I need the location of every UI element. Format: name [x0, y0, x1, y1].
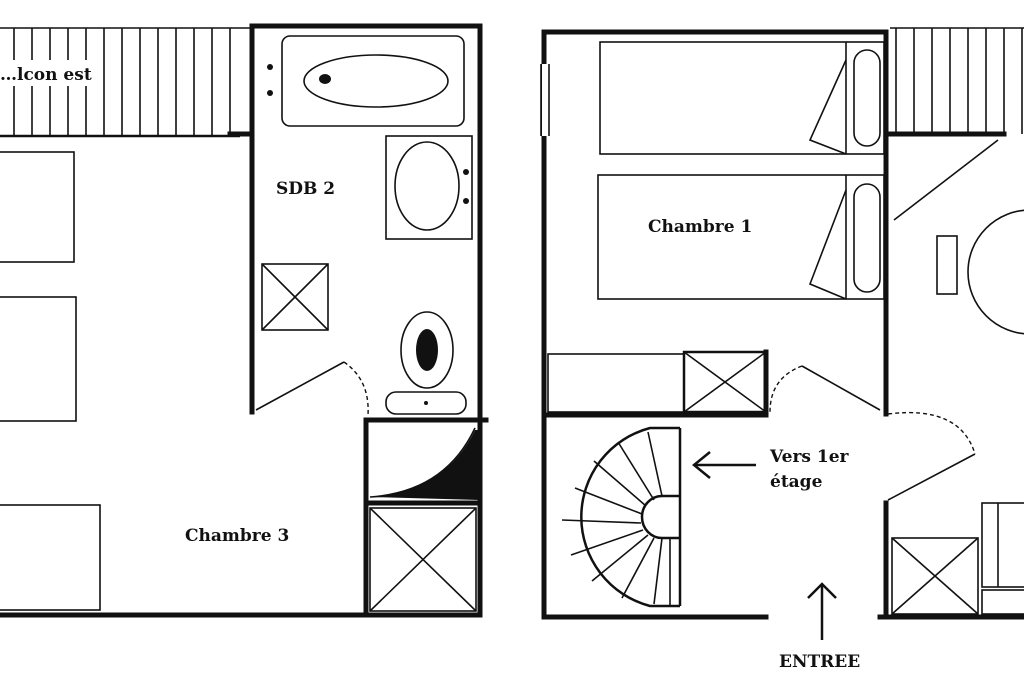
bathroom-2: SDB 2 — [261, 35, 473, 415]
bathroom-2-label: SDB 2 — [276, 179, 335, 199]
shelf-right — [981, 502, 1024, 615]
door-bedroom-1 — [769, 365, 881, 413]
entrance-label: ENTREE — [779, 652, 860, 672]
bedroom-1-label: Chambre 1 — [648, 217, 752, 237]
bed-upper — [599, 41, 885, 155]
balcony-east: …lcon est — [0, 27, 250, 138]
cupboard-right-cross — [891, 537, 979, 615]
balcony-label: …lcon est — [0, 65, 92, 85]
door-living — [887, 411, 976, 501]
door-balcony-leaf — [893, 139, 999, 221]
left-unit: …lcon est Chambre 3 — [0, 23, 489, 618]
stairs-label-line2: étage — [770, 472, 823, 492]
washbasin — [385, 135, 473, 240]
stairs-label-line1: Vers 1er — [769, 447, 850, 467]
bathtub — [267, 35, 465, 127]
door-bathroom-2 — [255, 361, 369, 416]
toilet — [385, 311, 467, 415]
bedroom-3-label: Chambre 3 — [185, 526, 289, 546]
arrow-up-icon — [807, 582, 837, 640]
bed-lower — [597, 174, 885, 300]
balcony-right — [890, 27, 1024, 134]
shower-cross — [261, 263, 329, 331]
arrow-left-icon — [692, 451, 756, 479]
cupboard-cross — [369, 507, 477, 612]
bench — [547, 353, 685, 413]
right-unit: Chambre 1 — [540, 27, 1024, 672]
closet — [369, 427, 480, 500]
bedroom-3-furniture — [0, 151, 101, 611]
spiral-staircase[interactable] — [561, 426, 682, 608]
right-unit-walls — [541, 29, 1024, 620]
left-unit-walls — [0, 23, 489, 618]
round-table — [936, 209, 1024, 335]
wardrobe-cross — [682, 350, 768, 414]
